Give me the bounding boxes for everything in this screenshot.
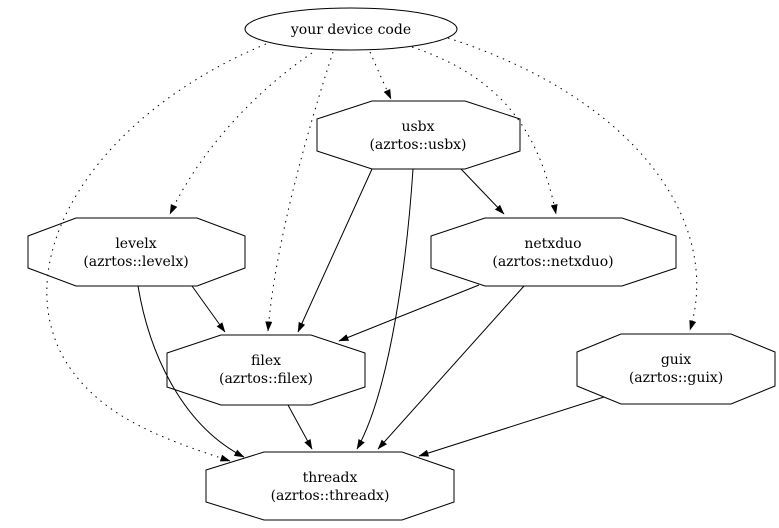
edge-levelx-filex [191,285,226,333]
edge-usbx-filex [297,168,373,333]
edge-device-code-filex [265,51,334,332]
node-guix: guix (azrtos::guix) [576,333,776,405]
node-device-code: your device code [244,7,458,51]
edge-device-code-levelx [169,52,313,215]
levelx-label: levelx [115,236,156,252]
netxduo-sublabel: (azrtos::netxduo) [492,254,613,270]
node-levelx: levelx (azrtos::levelx) [27,217,246,287]
filex-label: filex [251,353,281,369]
node-netxduo: netxduo (azrtos::netxduo) [430,217,677,287]
netxduo-label: netxduo [524,236,581,252]
usbx-octagon [316,100,521,170]
device-code-label: your device code [290,22,411,38]
edge-netxduo-filex [338,284,480,342]
guix-sublabel: (azrtos::guix) [629,370,723,386]
edge-guix-threadx [418,396,605,457]
edge-device-code-usbx [369,51,392,100]
levelx-octagon [27,217,246,287]
edge-netxduo-threadx [377,285,525,450]
guix-label: guix [661,352,691,368]
node-usbx: usbx (azrtos::usbx) [316,100,521,170]
threadx-sublabel: (azrtos::threadx) [271,488,390,504]
levelx-sublabel: (azrtos::levelx) [83,254,188,270]
threadx-octagon [205,451,455,521]
netxduo-octagon [430,217,677,287]
node-threadx: threadx (azrtos::threadx) [205,451,455,521]
usbx-label: usbx [401,119,434,135]
filex-octagon [166,334,366,406]
edge-usbx-netxduo [460,168,505,215]
edge-usbx-threadx [356,168,414,450]
threadx-label: threadx [303,470,358,486]
usbx-sublabel: (azrtos::usbx) [369,137,466,153]
device-code-ellipse [244,7,458,51]
edge-filex-threadx [287,404,313,450]
filex-sublabel: (azrtos::filex) [219,371,313,387]
edge-levelx-threadx [137,285,245,458]
node-filex: filex (azrtos::filex) [166,334,366,406]
guix-octagon [576,333,776,405]
